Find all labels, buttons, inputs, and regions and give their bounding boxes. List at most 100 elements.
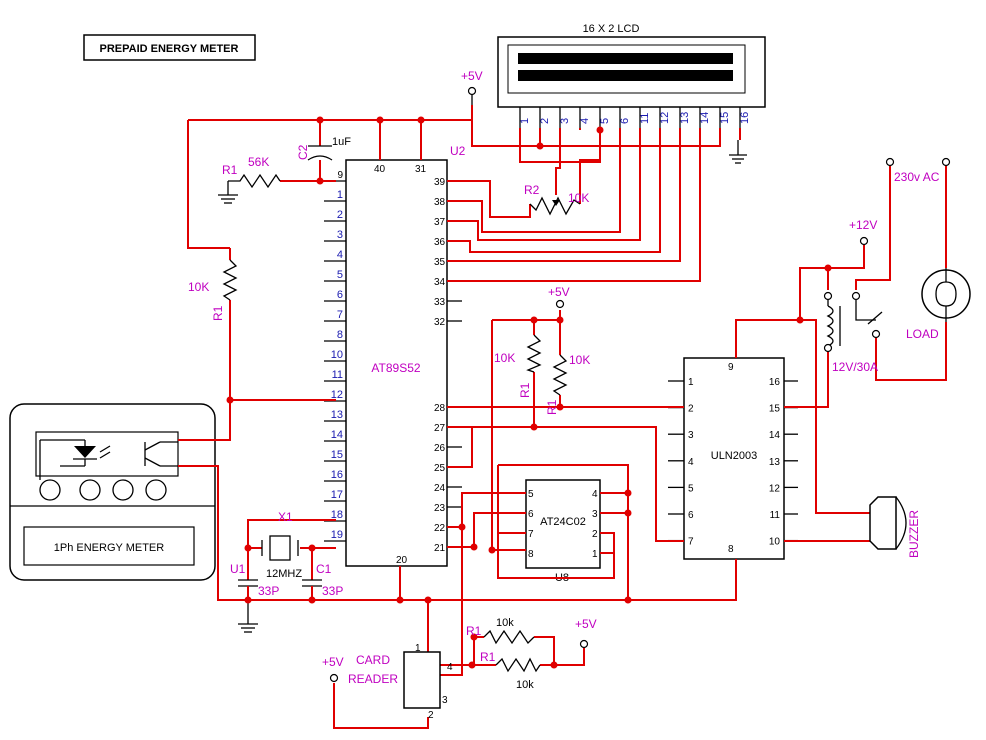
junction-dot: [624, 489, 632, 497]
meter-label: 1Ph ENERGY METER: [54, 542, 164, 554]
eeprom-body: [525, 479, 601, 569]
resistor-r1-10k: [222, 259, 238, 301]
eeprom-left-pin: 5: [528, 489, 534, 500]
lcd-pin-label: 3: [559, 118, 571, 124]
mcu-right-pin: 22: [434, 523, 446, 534]
mcu-left-pin: 1: [337, 189, 343, 201]
mcu-right-pin: 25: [434, 463, 446, 474]
pullup-1-value: 10K: [494, 351, 515, 365]
mcu-left-pin: 13: [331, 409, 343, 421]
buzzer-icon: [869, 496, 907, 550]
mcu-right-pin: 21: [434, 543, 446, 554]
eeprom-left-pin: 6: [528, 509, 534, 520]
crystal-x1: [261, 535, 299, 561]
junction-dot: [424, 596, 432, 604]
mcu-right-pin: 38: [434, 197, 446, 208]
card-pin-3: 3: [442, 695, 448, 706]
junction-dot: [417, 116, 425, 124]
mcu-body: [345, 159, 448, 567]
junction-dot: [244, 544, 252, 552]
mcu-left-pin: 11: [332, 369, 343, 381]
lcd-pin-label: 14: [699, 112, 711, 124]
resistor-pullup-1: [526, 334, 542, 373]
buzzer-label: BUZZER: [907, 510, 921, 558]
vcc-card-label: +5V: [322, 655, 344, 669]
mcu-left-pin: 4: [337, 249, 343, 261]
v12-icon: [859, 236, 869, 246]
vcc-card-r-icon: [579, 639, 589, 649]
junction-dot: [550, 661, 558, 669]
uln-right-pin: 12: [769, 483, 781, 494]
card-r1-label-2: R1: [480, 650, 496, 664]
lcd-pin-label: 15: [719, 112, 731, 124]
mcu-name: AT89S52: [371, 361, 420, 375]
lcd-pin-label: 2: [539, 118, 551, 124]
mcu-right-pin: 28: [434, 403, 446, 414]
lcd-pin-label: 6: [619, 118, 631, 124]
junction-dot: [226, 396, 234, 404]
mcu-left-pin: 15: [331, 449, 343, 461]
junction-dot: [468, 661, 476, 669]
vcc-card-icon: [329, 673, 339, 683]
uln-right-pin: 11: [770, 510, 781, 521]
vcc-top-label: +5V: [461, 69, 483, 83]
load-label: LOAD: [906, 327, 939, 341]
r1-10k-value: 10K: [188, 280, 209, 294]
uln-left-pin: 3: [688, 430, 694, 441]
mcu-left-pin: 14: [331, 429, 343, 441]
junction-dot: [624, 509, 632, 517]
junction-dot: [556, 403, 564, 411]
uln-bottom-pin: 8: [728, 544, 734, 555]
mcu-left-pin: 2: [337, 209, 343, 221]
eeprom-right-pin: 2: [592, 529, 598, 540]
relay-label: 12V/30A: [832, 360, 878, 374]
resistor-card-2: [495, 657, 541, 673]
mcu-left-pin: 12: [331, 389, 343, 401]
u1-value: 33P: [258, 584, 279, 598]
uln-right-pin: 16: [769, 377, 781, 388]
meter-terminal: [112, 479, 134, 501]
lcd-ground-icon: [729, 140, 747, 164]
energy-meter: [9, 403, 216, 581]
junction-dot: [596, 126, 604, 134]
uln-right-pin: 10: [769, 537, 781, 548]
resistor-card-1: [483, 629, 535, 645]
resistor-r1-56k: [218, 173, 281, 204]
eeprom-left-pin: 7: [528, 529, 534, 540]
lamp-icon: [921, 268, 971, 322]
ac-terminal-icon: [885, 157, 895, 167]
junction-dot: [316, 116, 324, 124]
mcu-top-pin: 31: [415, 164, 427, 175]
r1-10k-label: R1: [211, 305, 225, 321]
xtal-value: 12MHZ: [266, 568, 302, 580]
eeprom-left-pin: 8: [528, 549, 534, 560]
lcd-pin-label: 13: [679, 112, 691, 124]
mcu-bottom-pin: 20: [396, 555, 408, 566]
lcd-pin-label: 12: [659, 112, 671, 124]
uln-name: ULN2003: [711, 450, 757, 462]
mcu-right-pin: 34: [434, 277, 446, 288]
x1-label: X1: [278, 510, 293, 524]
mcu-left-pin: 6: [337, 289, 343, 301]
eeprom-right-pin: 1: [592, 549, 598, 560]
mcu-left-pin: 17: [331, 489, 343, 501]
card-pin-4: 4: [447, 662, 453, 673]
mcu-right-pin: 36: [434, 237, 446, 248]
junction-dot: [396, 596, 404, 604]
uln-left-pin: 7: [688, 537, 694, 548]
c1-value: 33P: [322, 584, 343, 598]
uln-top-pin: 9: [728, 362, 734, 373]
ac-terminal-icon: [941, 157, 951, 167]
u1-label: U1: [230, 562, 246, 576]
lcd-pin-label: 4: [579, 118, 591, 124]
lcd-pin-label: 1: [519, 118, 531, 124]
page-title: PREPAID ENERGY METER: [100, 43, 239, 55]
capacitor-u1: [238, 579, 258, 587]
junction-dot: [824, 264, 832, 272]
mcu-left-pin: 5: [337, 269, 343, 281]
lcd-name: 16 X 2 LCD: [583, 23, 640, 35]
mcu-left-pin: 18: [331, 509, 343, 521]
eeprom-name: AT24C02: [540, 516, 586, 528]
